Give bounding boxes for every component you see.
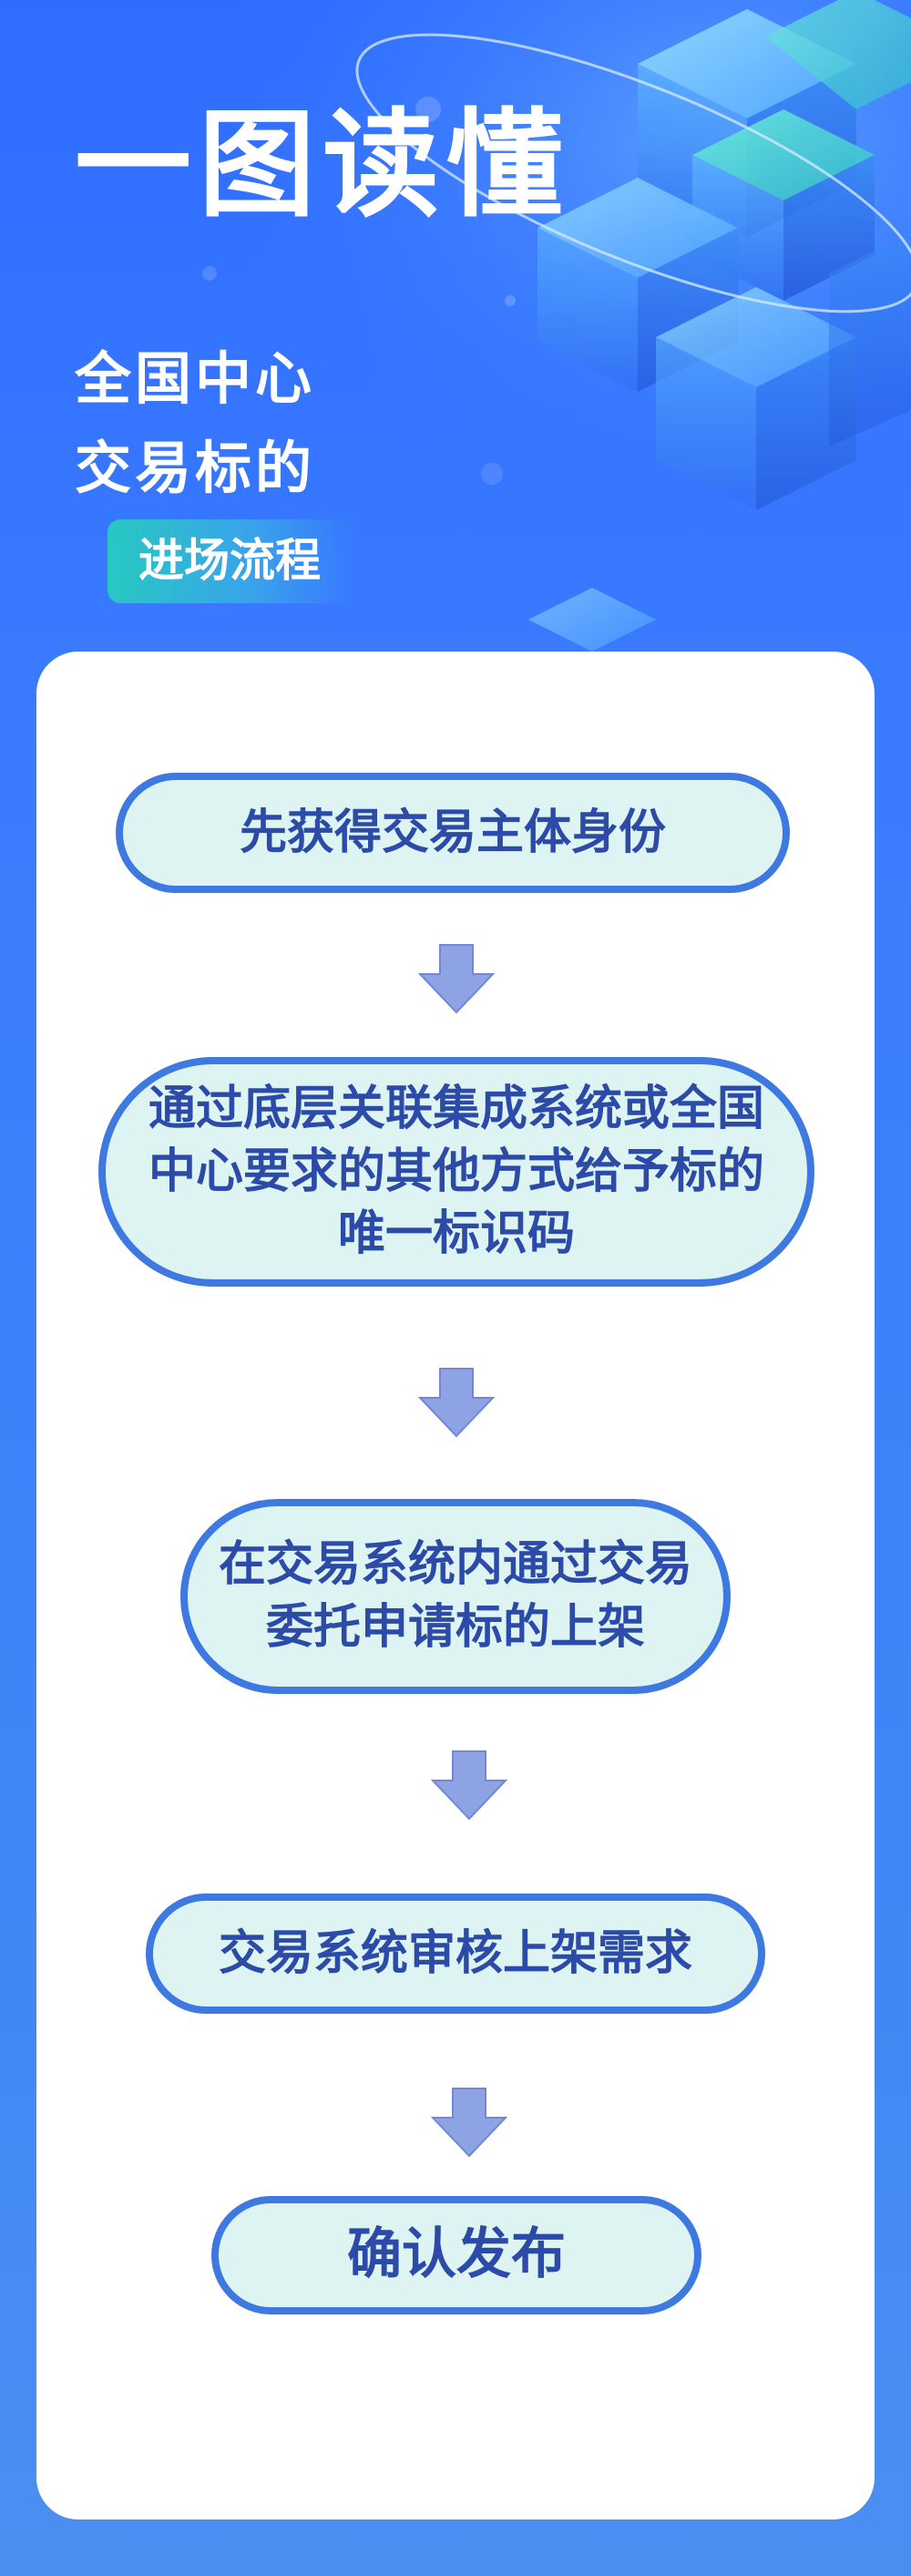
- down-arrow-icon: [418, 1367, 495, 1438]
- flow-step-2: 通过底层关联集成系统或全国中心要求的其他方式给予标的唯一标识码: [98, 1057, 814, 1287]
- down-arrow-icon: [418, 943, 495, 1014]
- flow-step-3: 在交易系统内通过交易委托申请标的上架: [180, 1499, 731, 1694]
- subtitle-line-1: 全国中心: [75, 351, 315, 407]
- process-tag-label: 进场流程: [138, 536, 321, 586]
- down-arrow-icon: [431, 1750, 507, 1821]
- subtitle-line-2: 交易标的: [75, 440, 315, 497]
- down-arrow-icon: [431, 2087, 507, 2158]
- flow-step-1: 先获得交易主体身份: [116, 773, 790, 893]
- flow-step-5: 确认发布: [211, 2196, 701, 2314]
- page-title: 一图读懂: [75, 108, 570, 224]
- flow-step-4: 交易系统审核上架需求: [146, 1894, 765, 2014]
